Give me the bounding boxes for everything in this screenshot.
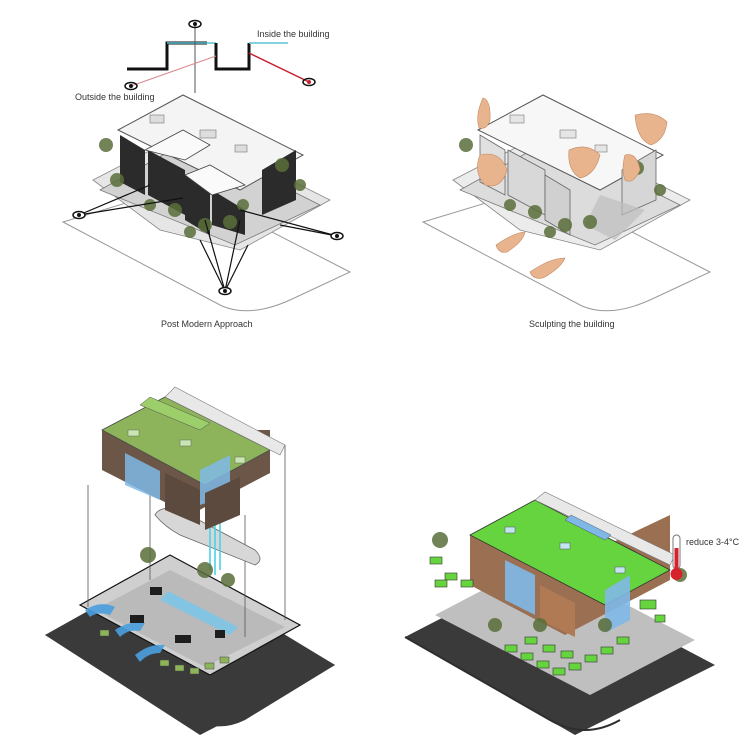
upper-mass-block [205,477,240,530]
sculpting-diagram [421,94,712,312]
section-diagram [127,24,310,93]
dark-block [120,135,145,195]
eye-icon [124,81,138,91]
tree-icon [140,547,235,587]
water-flow [85,591,238,662]
temperature-reduction-label: reduce 3-4°C [686,537,740,547]
panel-exploded-axonometric [0,375,375,750]
planters [429,556,666,676]
site-outline [421,185,712,312]
panel-sculpting: Sculpting the building [375,0,750,340]
ramp [154,507,261,566]
outside-building-label: Outside the building [75,92,155,102]
caption-post-modern: Post Modern Approach [161,319,253,329]
panel-post-modern: Inside the building Outside the building… [0,0,375,340]
eye-icon [218,286,232,296]
eye-icon [72,210,86,220]
exploded-diagram [45,386,335,735]
eye-icon [330,231,344,241]
upper-mass-block [165,473,200,525]
building-roof [469,499,671,606]
site-outline [61,185,352,312]
panel-green-building: reduce 3-4°C [375,375,750,750]
green-building-diagram [404,491,715,735]
inside-building-label: Inside the building [257,29,330,39]
thermometer-icon [670,534,683,580]
tree-icon [432,532,687,632]
caption-sculpting: Sculpting the building [529,319,615,329]
eye-icon [302,77,316,87]
eye-icon [188,19,202,29]
hand-icon [477,97,668,279]
post-modern-diagram [61,19,352,312]
tree-icon [99,138,306,238]
